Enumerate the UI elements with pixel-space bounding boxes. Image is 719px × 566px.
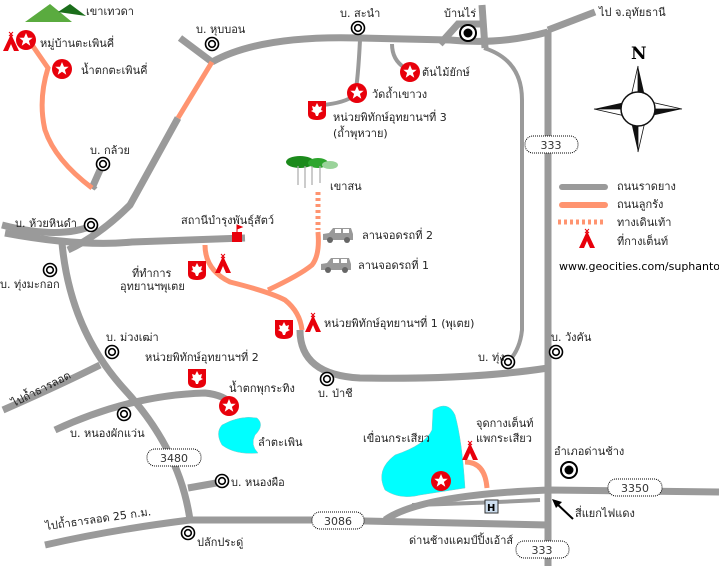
label: เขาเทวดา (86, 5, 134, 18)
label: หมู่บ้านตะเพินคี่ (40, 35, 114, 50)
label: บ. สะนำ (340, 7, 380, 20)
label: ต้นไม้ยักษ์ (422, 66, 470, 79)
lam-taphoen-reservoir (218, 417, 261, 454)
khao-thewada-mountain-icon (25, 4, 86, 22)
label: เขาสน (330, 180, 362, 193)
village-icon (95, 156, 111, 172)
village-icon (104, 344, 120, 360)
label: บ. วังคัน (551, 331, 592, 344)
village-icon (180, 525, 196, 541)
label: (ถ้ำพุหวาย) (333, 125, 388, 140)
label: ลานจอดรถที่ 1 (358, 257, 429, 272)
label: ลานจอดรถที่ 2 (362, 227, 433, 242)
label: บ. หนองผักแว่น (70, 427, 145, 440)
label: หน่วยพิทักษ์อุทยานฯที่ 2 (145, 349, 259, 364)
label: แพกระเสียว (476, 432, 532, 445)
legend-dirt-label: ถนนลูกรัง (617, 198, 663, 211)
attraction-star-icon (16, 30, 36, 50)
label: น้ำตกพุกระทิง (229, 380, 295, 395)
label: บ. ทุ่งมะกอก (0, 278, 60, 291)
town-icon (459, 24, 477, 42)
legend: ถนนราดยาง ถนนลูกรัง ทางเดินเท้า ที่กางเต… (558, 180, 676, 249)
label: สี่แยกไฟแดง (575, 505, 635, 520)
label: สถานีบำรุงพันธุ์สัตว์ (181, 214, 274, 227)
hospital-icon: H (484, 499, 499, 514)
label: ปลักประดู่ (197, 536, 243, 549)
north-label: N (631, 44, 647, 64)
attraction-star-icon (219, 396, 239, 416)
label: เขื่อนกระเสียว (363, 430, 430, 445)
park-hq-icon (188, 261, 206, 280)
label: บ. ทุ่ง (478, 351, 505, 364)
paved-roads (1, 4, 719, 566)
attraction-star-icon (347, 83, 367, 103)
label: น้ำตกตะเพินคี่ (81, 62, 147, 77)
town-icon (560, 461, 578, 479)
village-icon (350, 20, 366, 36)
svg-text:333: 333 (541, 139, 562, 152)
label: บ. กล้วย (90, 144, 130, 157)
legend-camp-label: ที่กางเต็นท์ (617, 233, 668, 248)
website-url[interactable]: www.geocities.com/suphantown (559, 260, 719, 273)
route-badge-333: 333 (515, 540, 570, 559)
parking-car-icon (323, 228, 353, 243)
label: บ. ม่วงเฒ่า (106, 331, 159, 344)
village-icon (548, 344, 564, 360)
village-icon (214, 473, 230, 489)
ranger-station-icon (275, 320, 293, 339)
village-icon (319, 371, 335, 387)
route-badge-3350: 3350 (607, 478, 663, 497)
route-badge-333: 333 (524, 135, 579, 154)
camp-tent-icon (304, 312, 322, 333)
village-icon (42, 262, 58, 278)
traffic-light-arrow-icon (552, 499, 574, 520)
label: บ. ห้วยหินดำ (15, 217, 77, 230)
label: บ้านไร่ (444, 7, 476, 20)
legend-trail-label: ทางเดินเท้า (617, 216, 671, 229)
label: บ. หุบบอน (196, 23, 246, 36)
attraction-star-icon (400, 62, 420, 82)
svg-text:3086: 3086 (324, 515, 352, 528)
label: วัดถ้ำเขาวง (372, 86, 427, 101)
ranger-station-icon (308, 101, 326, 120)
label: หน่วยพิทักษ์อุทยานฯที่ 3 (333, 109, 447, 124)
svg-text:333: 333 (532, 544, 553, 557)
village-icon (116, 406, 132, 422)
attraction-star-icon (52, 59, 72, 79)
breeding-station-icon (232, 224, 244, 242)
label: หน่วยพิทักษ์อุทยานฯที่ 1 (พุเตย) (324, 315, 474, 330)
label: ไป จ.อุทัยธานี (598, 6, 666, 19)
compass-rose-icon: N (593, 44, 683, 153)
attraction-star-icon (431, 471, 451, 491)
svg-text:H: H (487, 503, 495, 514)
dirt-roads (27, 40, 490, 489)
label: บ. หนองผือ (231, 476, 285, 489)
svg-text:3480: 3480 (160, 452, 188, 465)
label: ที่ทำการ (132, 265, 172, 280)
village-icon (204, 36, 220, 52)
label: ไปถ้ำธารลอด (8, 367, 73, 410)
svg-text:3350: 3350 (621, 482, 649, 495)
route-badge-3086: 3086 (311, 511, 365, 530)
label: อุทยานฯพุเตย (120, 280, 185, 293)
label: จุดกางเต็นท์ (476, 416, 533, 430)
parking-car-icon (321, 258, 351, 273)
legend-paved-label: ถนนราดยาง (617, 180, 676, 193)
pine-trees-icon (286, 156, 338, 188)
label: บ. ป่าชี (318, 387, 353, 400)
label: อำเภอด่านช้าง (554, 445, 624, 458)
camp-tent-icon (214, 253, 232, 274)
village-icon (83, 217, 99, 233)
krasiao-dam-reservoir (381, 405, 466, 497)
route-badge-3480: 3480 (146, 448, 202, 467)
legend-tent-icon (578, 228, 596, 249)
label: ด่านช้างแคมป์ปิ้งเอ้าส์ (409, 532, 513, 547)
ranger-station-icon (188, 369, 206, 388)
label: ลำตะเพิน (258, 436, 303, 449)
